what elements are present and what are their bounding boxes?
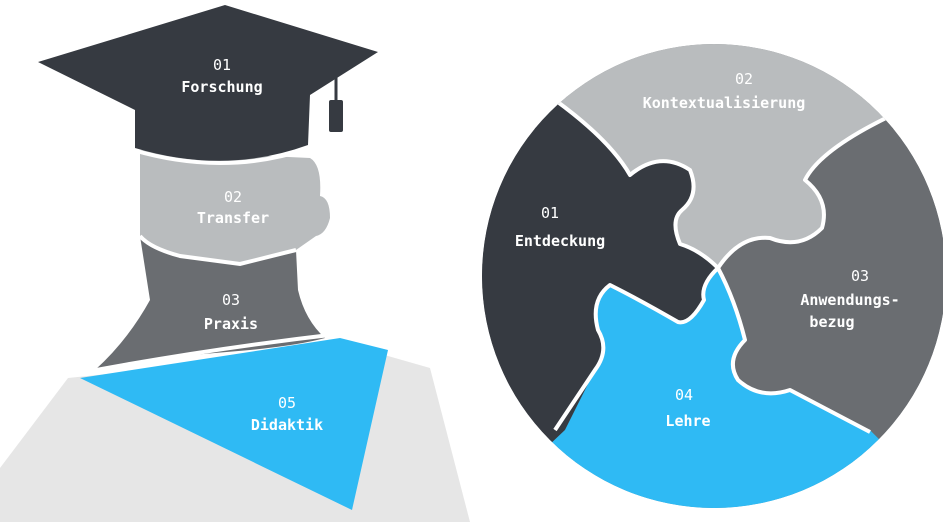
didaktik-number: 05	[278, 394, 296, 412]
head-segment-praxis	[95, 236, 325, 370]
transfer-number: 02	[224, 188, 242, 206]
entdeckung-number: 01	[541, 204, 559, 222]
lehre-label: Lehre	[665, 412, 710, 430]
lehre-number: 04	[675, 386, 693, 404]
anwendungsbezug-label-line2: bezug	[809, 313, 854, 331]
cap-underline	[132, 146, 311, 165]
praxis-number: 03	[222, 291, 240, 309]
head-separator	[138, 234, 297, 267]
kontextualisierung-number: 02	[735, 70, 753, 88]
graduate-figure: 01 Forschung 02 Transfer 03 Praxis 05 Di…	[0, 5, 470, 522]
didaktik-label: Didaktik	[251, 416, 323, 434]
collar-segment-didaktik	[80, 338, 388, 510]
cap-segment-forschung	[38, 5, 378, 161]
kontextualisierung-label: Kontextualisierung	[643, 94, 806, 112]
forschung-number: 01	[213, 56, 231, 74]
anwendungsbezug-label-line1: Anwendungs-	[800, 291, 899, 309]
praxis-label: Praxis	[204, 315, 258, 333]
collar-line	[74, 332, 339, 376]
transfer-label: Transfer	[197, 209, 269, 227]
tassel-icon	[329, 64, 343, 132]
puzzle-piece-entdeckung	[482, 44, 718, 508]
puzzle-seams	[553, 98, 891, 434]
forschung-label: Forschung	[181, 78, 262, 96]
puzzle-circle: 02 Kontextualisierung 01 Entdeckung 03 A…	[482, 44, 943, 508]
anwendungsbezug-number: 03	[851, 267, 869, 285]
puzzle-piece-lehre	[482, 268, 943, 508]
entdeckung-label: Entdeckung	[515, 232, 605, 250]
puzzle-piece-kontextualisierung	[482, 44, 943, 268]
head-segment-transfer	[140, 150, 330, 264]
